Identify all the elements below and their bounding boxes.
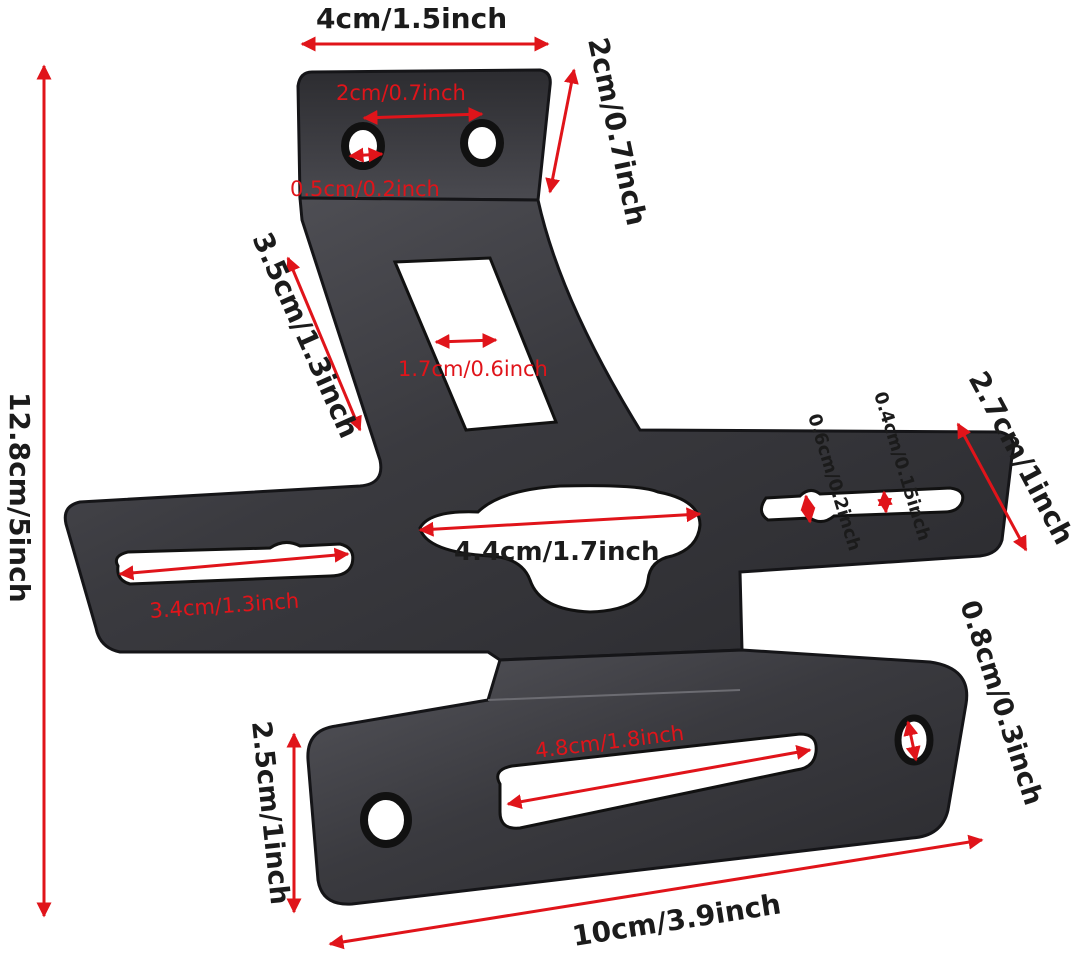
bottom-hole-left [360, 792, 412, 848]
arrow-arm-height [956, 422, 1028, 552]
arrow-bottom-slot [506, 744, 812, 810]
arrow-small-slot-b [800, 494, 816, 524]
label-hole-spacing: 2cm/0.7inch [336, 81, 466, 105]
arrow-bottom-width [328, 834, 984, 950]
label-overall-height: 12.8cm/5inch [3, 392, 36, 603]
arrow-center-cutout [418, 507, 702, 537]
top-hole-left [341, 122, 385, 170]
arrow-upper-slot-width [434, 332, 498, 350]
dimension-arrows [36, 36, 1028, 950]
arrow-neck-length [286, 256, 362, 432]
arrow-small-slot-a [877, 490, 893, 514]
label-upper-slot-width: 1.7cm/0.6inch [398, 357, 548, 381]
arrow-hole-diameter [348, 147, 384, 163]
arrow-tab-height [545, 68, 579, 194]
arrow-hole-spacing [362, 106, 484, 126]
metal-bracket [63, 68, 1015, 906]
label-tab-height: 2cm/0.7inch [581, 35, 653, 229]
label-center-cutout: 4.4cm/1.7inch [454, 537, 659, 567]
label-top-width: 4cm/1.5inch [316, 2, 507, 35]
label-bottom-height: 2.5cm/1inch [245, 719, 295, 906]
arrow-right-hole [903, 720, 921, 762]
arrow-left-slot [118, 547, 350, 581]
top-hole-right [460, 119, 504, 167]
label-hole-diameter: 0.5cm/0.2inch [290, 177, 440, 201]
bend-edge [487, 689, 741, 701]
label-bottom-width: 10cm/3.9inch [570, 887, 783, 953]
